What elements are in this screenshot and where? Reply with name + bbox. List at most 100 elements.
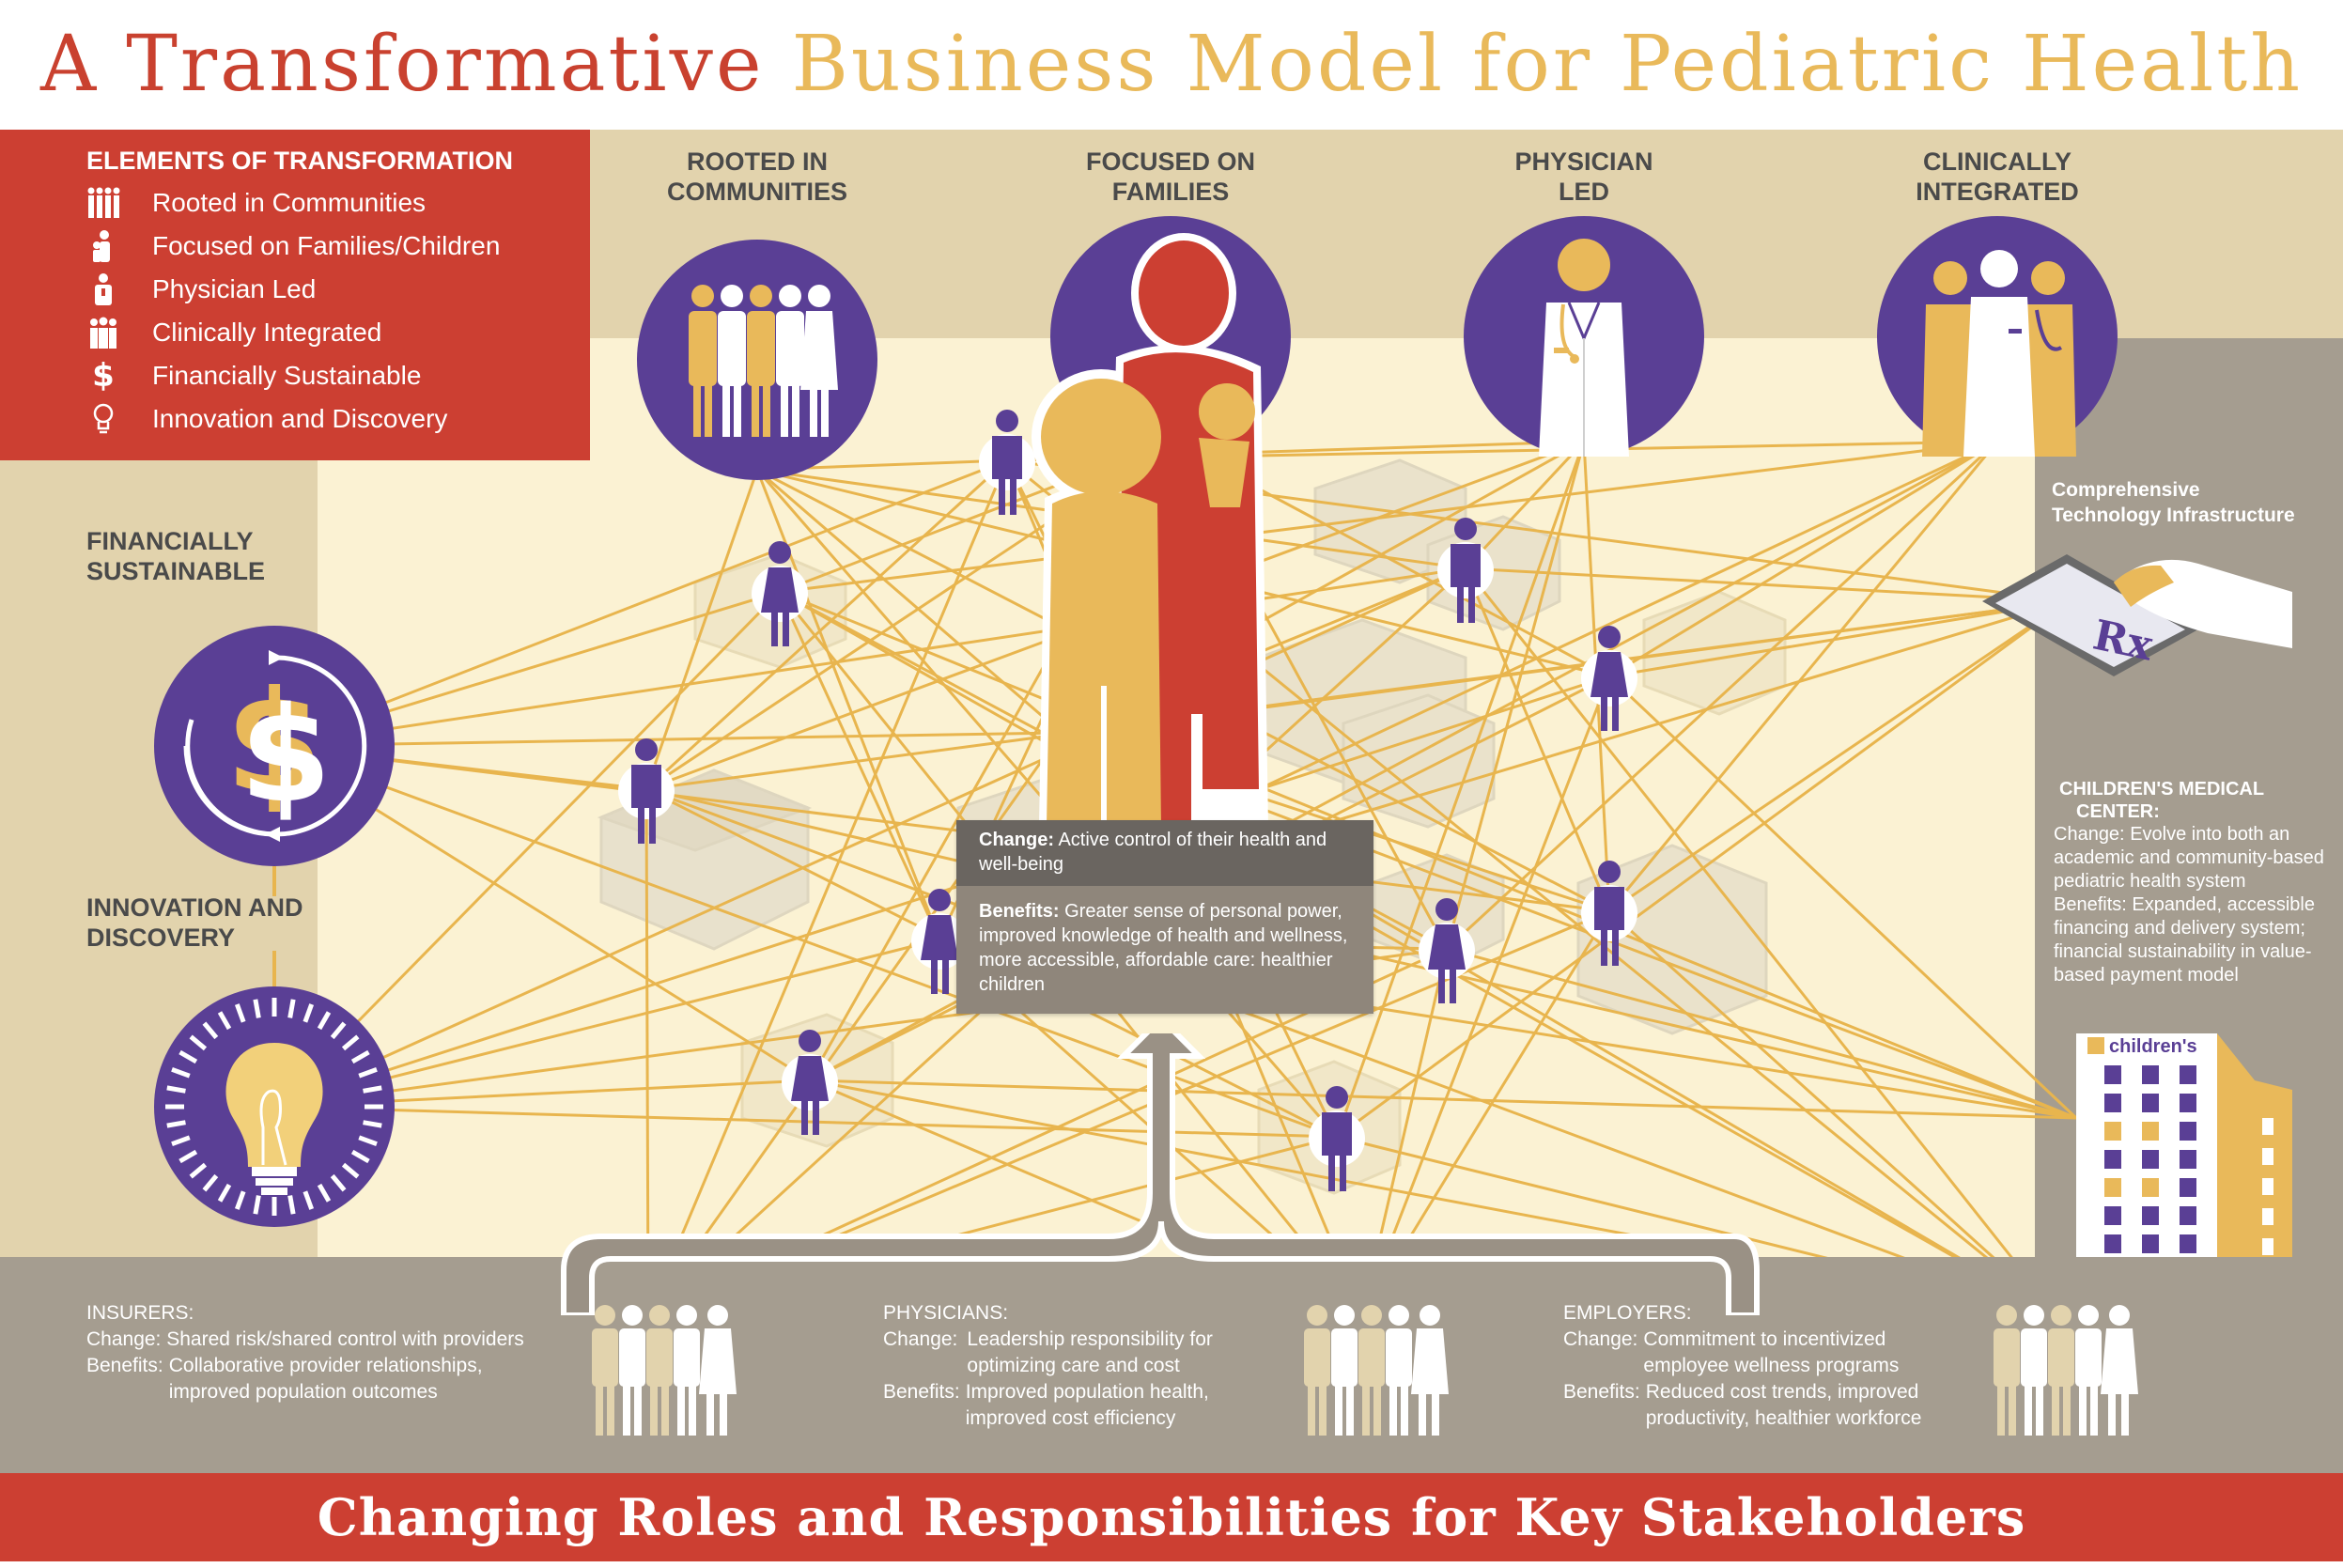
physicians-benefits: Benefits:Improved population health, imp… bbox=[883, 1379, 1278, 1432]
pillar-heading-families: FOCUSED ON FAMILIES bbox=[1020, 147, 1321, 207]
lightbulb-ray bbox=[253, 999, 261, 1018]
hospital-window bbox=[2104, 1178, 2121, 1197]
network-person bbox=[979, 410, 1035, 515]
tablet-rx-icon: Rx bbox=[1982, 554, 2292, 676]
network-line bbox=[1446, 947, 2077, 1120]
hospital-window bbox=[2180, 1150, 2196, 1169]
lightbulb-rays-icon bbox=[165, 998, 383, 1216]
lightbulb-ray bbox=[287, 999, 296, 1018]
lightbulb-ray bbox=[317, 1011, 332, 1031]
lightbulb-ray bbox=[202, 1173, 219, 1192]
network-line bbox=[1607, 675, 2078, 1120]
hospital-window bbox=[2180, 1065, 2196, 1084]
change-text: Commitment to incentivized employee well… bbox=[1643, 1328, 1900, 1376]
lightbulb-ray bbox=[341, 1034, 360, 1051]
lightbulb-ray bbox=[166, 1120, 186, 1128]
network-line bbox=[779, 590, 2058, 1317]
care-team-icon bbox=[86, 316, 120, 349]
hospital-window bbox=[2142, 1094, 2159, 1112]
legend-heading: ELEMENTS OF TRANSFORMATION bbox=[86, 147, 513, 175]
benefits-label: Benefits: bbox=[86, 1355, 163, 1376]
connector-line bbox=[272, 866, 276, 896]
dollar-sign-back: $ bbox=[225, 661, 323, 825]
pillar-line: INTEGRATED bbox=[1916, 178, 2079, 206]
employers-block: EMPLOYERS: Change:Commitment to incentiv… bbox=[1563, 1300, 1977, 1432]
network-line bbox=[646, 459, 1009, 1316]
communities-circle bbox=[637, 240, 877, 480]
cmc-benefits: Benefits: Expanded, accessible financing… bbox=[2054, 893, 2332, 987]
converging-arrow bbox=[561, 1033, 1760, 1315]
financial-circle: $ $ bbox=[154, 626, 395, 866]
hospital-window bbox=[2142, 1206, 2159, 1225]
hospital-window bbox=[2180, 1206, 2196, 1225]
network-line bbox=[273, 567, 1466, 748]
lightbulb-ray bbox=[350, 1049, 370, 1064]
network-person bbox=[752, 541, 808, 646]
dollar-sign-front: $ bbox=[240, 679, 331, 832]
cmc-block: CHILDREN'S MEDICAL CENTER: Change: Evolv… bbox=[2054, 778, 2332, 987]
change-label: Change: bbox=[1563, 1328, 1638, 1350]
cmc-heading-line: CHILDREN'S MEDICAL bbox=[2059, 779, 2265, 800]
network-line bbox=[273, 567, 1466, 1109]
physician-icon bbox=[86, 272, 120, 306]
lightbulb-ray bbox=[189, 1034, 208, 1051]
hospital-sign: children's bbox=[2109, 1036, 2197, 1057]
pillar-line: FAMILIES bbox=[1111, 178, 1230, 206]
benefits-text: Reduced cost trends, improved productivi… bbox=[1645, 1381, 1922, 1429]
legend-label: Rooted in Communities bbox=[152, 188, 427, 217]
families-callout: Change: Active control of their health a… bbox=[956, 820, 1373, 1014]
insurers-people-icon bbox=[592, 1305, 737, 1436]
cmc-benefits-text: Expanded, accessible financing and deliv… bbox=[2054, 894, 2315, 986]
hospital-window bbox=[2104, 1122, 2121, 1141]
lightbulb-icon bbox=[86, 402, 120, 436]
hospital-window bbox=[2180, 1094, 2196, 1112]
network-line bbox=[273, 731, 1063, 748]
change-label: Change: bbox=[86, 1328, 162, 1350]
lightbulb-ray bbox=[303, 1003, 315, 1023]
family-figure bbox=[1032, 233, 1268, 827]
benefits-label: Benefits: bbox=[979, 901, 1060, 922]
pillar-line: PHYSICIAN bbox=[1514, 147, 1653, 176]
hospital-window bbox=[2262, 1238, 2273, 1255]
hospital-window bbox=[2104, 1206, 2121, 1225]
lightbulb-ray bbox=[234, 1003, 246, 1023]
physician-circle bbox=[1464, 216, 1704, 457]
financial-line: SUSTAINABLE bbox=[86, 557, 266, 585]
hospital-window bbox=[2142, 1065, 2159, 1084]
hospital-window bbox=[2262, 1148, 2273, 1165]
innovation-line: DISCOVERY bbox=[86, 924, 236, 952]
network-person bbox=[1437, 518, 1494, 623]
hospital-window bbox=[2104, 1150, 2121, 1169]
cmc-change: Change: Evolve into both an academic and… bbox=[2054, 823, 2332, 893]
title-part1: A Transformative bbox=[39, 20, 765, 109]
lightbulb-ray bbox=[358, 1066, 378, 1079]
hospital-window bbox=[2262, 1118, 2273, 1135]
employers-benefits: Benefits:Reduced cost trends, improved p… bbox=[1563, 1379, 1977, 1432]
network-line bbox=[273, 458, 1008, 748]
lightbulb-ray bbox=[202, 1021, 219, 1040]
pillar-line: FOCUSED ON bbox=[1085, 147, 1255, 176]
elements-legend: ELEMENTS OF TRANSFORMATION Rooted in Com… bbox=[0, 130, 590, 460]
lightbulb-ray bbox=[303, 1190, 315, 1210]
network-line bbox=[1608, 440, 1998, 678]
connector-line bbox=[272, 951, 276, 988]
legend-item-physician: Physician Led bbox=[86, 271, 316, 308]
hospital-window bbox=[2180, 1234, 2196, 1253]
lightbulb-ray bbox=[171, 1135, 191, 1147]
network-person bbox=[1309, 1086, 1365, 1191]
lightbulb-ray bbox=[217, 1011, 232, 1031]
network-line bbox=[644, 788, 650, 1316]
tech-heading: Comprehensive Technology Infrastructure bbox=[2052, 477, 2295, 528]
lightbulb-ray bbox=[350, 1149, 370, 1164]
lightbulb-ray bbox=[363, 1120, 382, 1128]
hospital-window bbox=[2180, 1178, 2196, 1197]
hospital-window bbox=[2262, 1178, 2273, 1195]
network-line bbox=[756, 468, 1063, 735]
lightbulb-ray bbox=[317, 1183, 332, 1203]
pillar-line: LED bbox=[1559, 178, 1609, 206]
pillar-line: COMMUNITIES bbox=[667, 178, 847, 206]
lightbulb-ray bbox=[358, 1135, 378, 1147]
employers-people-icon bbox=[1994, 1305, 2138, 1436]
lightbulb-ray bbox=[287, 1195, 296, 1215]
lightbulb-ray bbox=[253, 1195, 261, 1215]
